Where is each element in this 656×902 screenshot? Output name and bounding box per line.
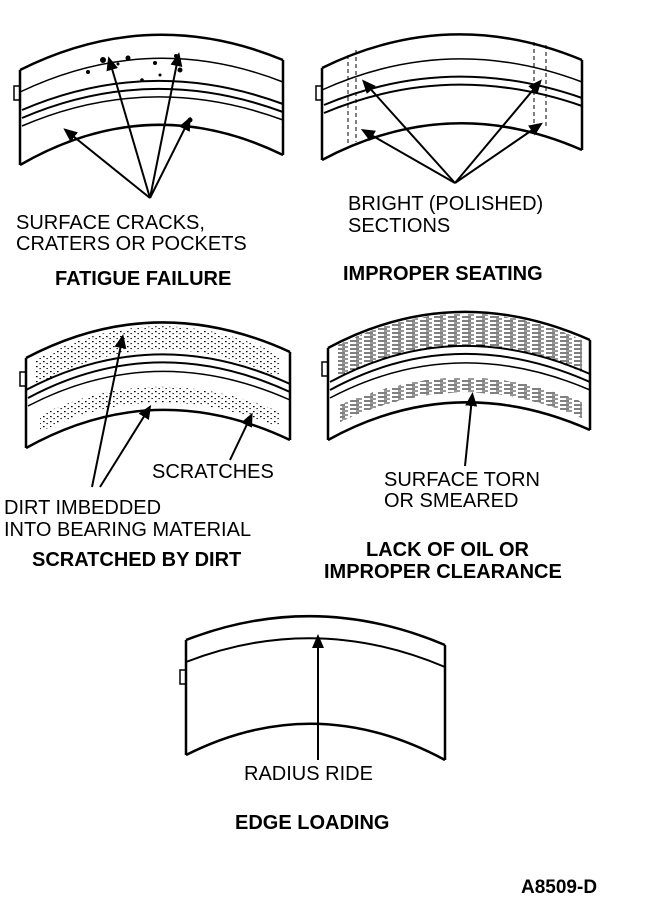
edge-bearing-shell-illustration <box>179 614 447 762</box>
lack-of-oil-panel: SURFACE TORN OR SMEARED LACK OF OIL OR I… <box>321 310 592 583</box>
oil-caption-line2: IMPROPER CLEARANCE <box>324 561 562 583</box>
seating-callout-line2: SECTIONS <box>348 215 450 237</box>
dirt-callout-leaders <box>91 334 253 488</box>
dirt-bearing-shell-illustration <box>19 321 292 450</box>
fatigue-callout-leaders <box>63 52 191 199</box>
improper-seating-panel: BRIGHT (POLISHED) SECTIONS IMPROPER SEAT… <box>315 33 584 285</box>
seating-callout-leaders <box>360 79 543 184</box>
figure-id: A8509-D <box>521 877 597 898</box>
oil-caption-line1: LACK OF OIL OR <box>366 539 530 561</box>
dirt-callout-imbedded-line2: INTO BEARING MATERIAL <box>4 519 251 541</box>
dirt-dotted-lower-surface <box>40 386 280 432</box>
fatigue-caption: FATIGUE FAILURE <box>55 268 231 290</box>
fatigue-bearing-shell-illustration <box>13 33 285 167</box>
oil-callout-leaders <box>464 392 478 467</box>
oil-callout-line1: SURFACE TORN <box>384 469 540 491</box>
dirt-dotted-surface <box>36 326 280 385</box>
fatigue-failure-panel: SURFACE CRACKS, CRATERS OR POCKETS FATIG… <box>13 33 285 290</box>
edge-callout: RADIUS RIDE <box>244 763 373 785</box>
fatigue-callout-line1: SURFACE CRACKS, <box>16 212 205 234</box>
scratched-by-dirt-panel: SCRATCHES DIRT IMBEDDED INTO BEARING MAT… <box>4 321 292 571</box>
dirt-callout-imbedded-line1: DIRT IMBEDDED <box>4 497 161 519</box>
dirt-caption: SCRATCHED BY DIRT <box>32 549 241 571</box>
dirt-callout-scratches: SCRATCHES <box>152 461 274 483</box>
oil-streaked-lower-surface <box>340 377 582 422</box>
edge-loading-panel: RADIUS RIDE EDGE LOADING <box>179 614 447 834</box>
oil-bearing-shell-illustration <box>321 310 592 442</box>
seating-caption: IMPROPER SEATING <box>343 263 543 285</box>
fatigue-callout-line2: CRATERS OR POCKETS <box>16 233 247 255</box>
oil-callout-line2: OR SMEARED <box>384 490 518 512</box>
seating-polished-section-marks <box>347 42 547 145</box>
edge-caption: EDGE LOADING <box>235 812 389 834</box>
seating-callout-line1: BRIGHT (POLISHED) <box>348 193 543 215</box>
